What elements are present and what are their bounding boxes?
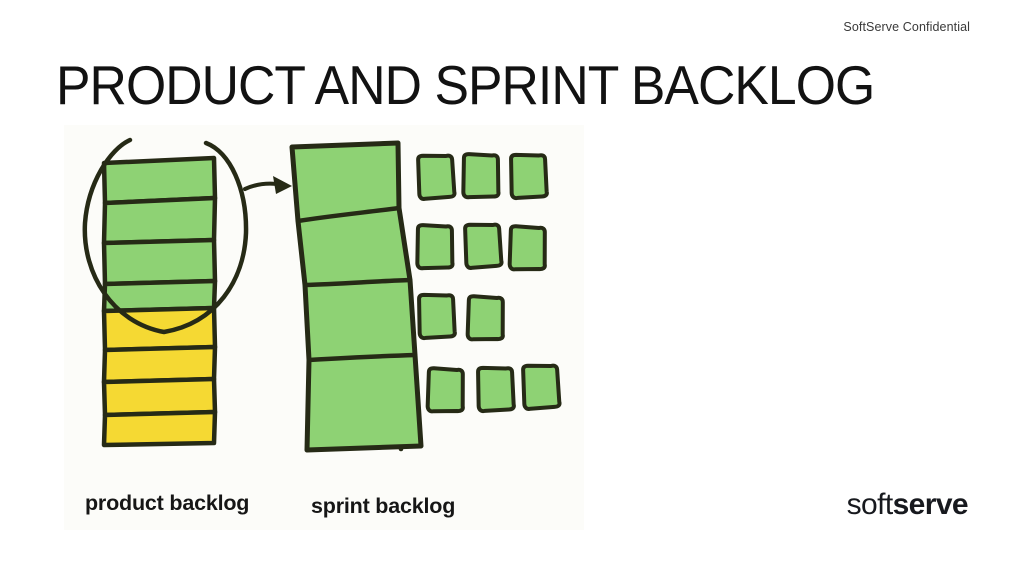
sticky-note: [521, 363, 562, 411]
sticky-note: [417, 292, 457, 341]
sticky-note: [465, 294, 505, 342]
sticky-note: [507, 224, 547, 272]
arrow-shaft: [243, 181, 279, 191]
sprint-divider-1: [295, 205, 402, 224]
product-yellow-segment-4: [101, 409, 218, 448]
slide-title: PRODUCT AND SPRINT BACKLOG: [56, 54, 875, 116]
softserve-logo: softserve: [846, 488, 969, 522]
sprint-divider-3: [306, 352, 418, 363]
sprint-divider-2: [302, 277, 413, 288]
confidential-notice: SoftServe Confidential: [843, 20, 970, 34]
sticky-note: [509, 152, 549, 201]
backlog-diagram-svg: [82, 137, 562, 453]
sticky-note-grid: [415, 152, 562, 414]
product-backlog-stack: [101, 155, 218, 448]
logo-text-light: soft: [846, 488, 894, 521]
product-green-segment-2: [101, 195, 218, 246]
sticky-note: [416, 153, 457, 201]
backlog-diagram: [64, 125, 584, 530]
sprint-backlog-label: sprint backlog: [311, 494, 456, 518]
product-backlog-label: product backlog: [85, 491, 250, 515]
sprint-column-outline: [289, 140, 424, 453]
sticky-note: [463, 222, 504, 270]
arrow-icon: [243, 176, 292, 194]
sticky-note: [461, 152, 501, 200]
product-yellow-segment-3: [101, 376, 218, 418]
product-green-segment-1: [101, 155, 218, 206]
ink-dot: [398, 446, 404, 452]
logo-text-bold: serve: [892, 488, 969, 521]
sprint-backlog-column: [289, 140, 424, 453]
product-yellow-segment-2: [101, 344, 218, 385]
product-green-segment-3: [101, 237, 218, 287]
sticky-note: [415, 223, 455, 271]
highlight-ellipse: [82, 137, 249, 335]
sticky-note: [476, 365, 516, 414]
arrow-head: [273, 176, 292, 194]
sticky-note: [425, 366, 465, 414]
